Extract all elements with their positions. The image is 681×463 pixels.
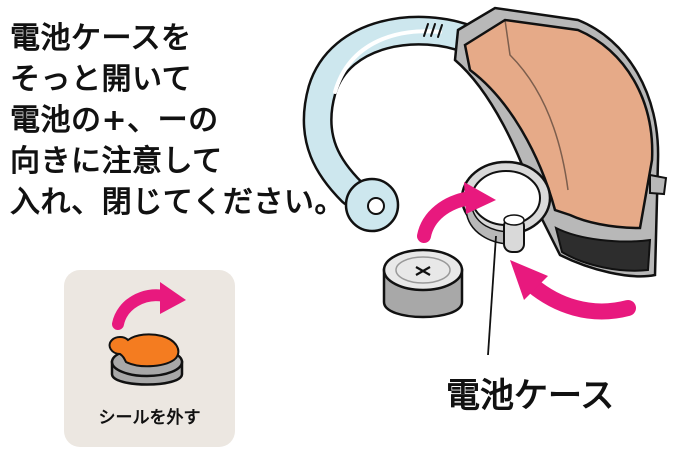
battery-case-label: 電池ケース	[446, 376, 615, 416]
side-tab	[649, 173, 668, 196]
ear-tip	[344, 177, 400, 233]
battery-with-sticker	[108, 333, 184, 386]
hearing-aid-shell	[463, 18, 654, 230]
battery-door	[554, 226, 652, 272]
instruction-line: 電池ケースを	[10, 21, 192, 56]
instruction-line: 電池の+、ーの	[10, 103, 219, 138]
sticker-illustration	[108, 282, 186, 386]
case-label-pointer	[487, 235, 497, 356]
sticker-caption: シールを外す	[98, 408, 201, 428]
orange-sticker	[108, 333, 180, 368]
hook-grille	[423, 23, 443, 38]
insert-arrow	[417, 182, 496, 243]
peel-arrow	[112, 282, 186, 330]
instruction-line: 向きに注意して	[10, 144, 223, 179]
instruction-text: 電池ケースを そっと開いて 電池の+、ーの 向きに注意して 入れ、閉じてください…	[10, 18, 345, 223]
close-arrow	[510, 260, 636, 320]
instruction-line: そっと開いて	[10, 62, 193, 97]
ear-hook-tube	[302, 15, 485, 207]
instruction-line: 入れ、閉じてください。	[10, 185, 345, 220]
battery-case-open	[460, 160, 552, 253]
battery	[382, 248, 464, 319]
sticker-removal-panel: シールを外す	[64, 270, 235, 447]
